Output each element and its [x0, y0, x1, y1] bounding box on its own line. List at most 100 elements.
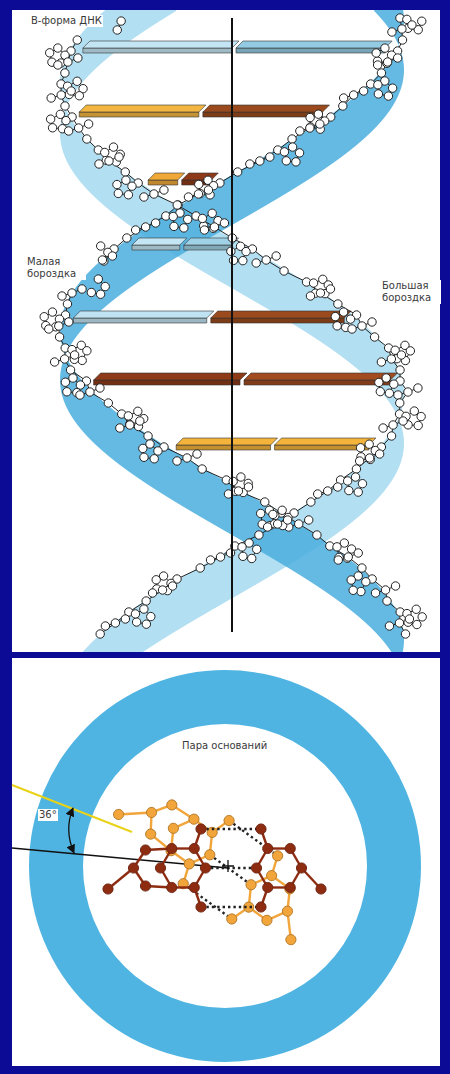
atom: [408, 21, 416, 29]
atom: [256, 902, 266, 912]
atom: [58, 292, 66, 300]
atom: [285, 843, 295, 853]
base-slab: [132, 238, 187, 245]
atom: [358, 564, 366, 572]
atom: [264, 868, 278, 882]
atom: [104, 399, 112, 407]
atom: [114, 189, 122, 197]
base-slab-side: [211, 318, 345, 323]
atom: [200, 863, 210, 873]
atom: [139, 444, 147, 452]
atom: [220, 219, 228, 227]
atom: [313, 490, 321, 498]
atom: [148, 589, 156, 597]
atom: [334, 300, 342, 308]
atom: [359, 87, 367, 95]
atom: [404, 388, 412, 396]
atom: [348, 325, 356, 333]
atom: [73, 36, 81, 44]
helix-ribbon: [60, 10, 404, 652]
atom: [365, 454, 373, 462]
atom: [193, 450, 201, 458]
atom: [414, 421, 422, 429]
hydrogen-bond: [201, 828, 261, 830]
atom: [117, 17, 125, 25]
atom: [131, 226, 139, 234]
atom: [269, 510, 277, 518]
atom: [74, 124, 82, 132]
atom: [345, 486, 353, 494]
atom: [399, 417, 407, 425]
atom: [242, 247, 250, 255]
atom: [285, 882, 295, 892]
atom: [196, 824, 206, 834]
atom: [314, 110, 322, 118]
atom: [305, 516, 313, 524]
atom: [263, 882, 273, 892]
bottom-panel: [12, 658, 440, 1066]
atom: [226, 549, 234, 557]
part-label: Пара оснований: [181, 740, 268, 752]
atom: [55, 322, 63, 330]
atom: [260, 913, 274, 927]
atom: [140, 845, 150, 855]
atom: [343, 477, 351, 485]
atom: [306, 124, 314, 132]
atom: [388, 28, 396, 36]
atom: [96, 242, 104, 250]
atom: [239, 552, 247, 560]
atom: [390, 380, 398, 388]
atom: [251, 863, 261, 873]
atom: [140, 453, 148, 461]
atom: [45, 49, 53, 57]
atom: [101, 148, 109, 156]
atom: [280, 148, 288, 156]
atom: [194, 190, 202, 198]
hydrogen-bond: [229, 821, 278, 856]
atom: [64, 58, 72, 66]
base-slab: [148, 173, 185, 180]
atom: [384, 92, 392, 100]
atom: [273, 520, 281, 528]
atom: [238, 543, 246, 551]
atom: [309, 279, 317, 287]
atom: [69, 374, 77, 382]
atom: [150, 455, 158, 463]
atom: [63, 388, 71, 396]
atom: [344, 553, 352, 561]
atom: [248, 554, 256, 562]
atom: [168, 582, 176, 590]
atom: [189, 882, 199, 892]
base-slab-side: [148, 180, 178, 185]
atom: [144, 827, 158, 841]
atom: [121, 615, 129, 623]
atom: [198, 465, 206, 473]
atom: [412, 605, 420, 613]
atom: [356, 444, 364, 452]
atom: [339, 94, 347, 102]
atom: [394, 391, 402, 399]
atom: [306, 292, 314, 300]
atom: [283, 516, 291, 524]
hydrogen-bond: [210, 855, 251, 885]
base-slab: [83, 41, 239, 48]
atom: [246, 160, 254, 168]
atom: [296, 863, 306, 873]
atom: [316, 289, 324, 297]
atom: [244, 483, 252, 491]
atom: [405, 615, 413, 623]
atom: [173, 457, 181, 465]
atom: [73, 77, 81, 85]
base-slab-side: [236, 48, 385, 53]
atom: [76, 381, 84, 389]
atom: [96, 290, 104, 298]
atom: [418, 613, 426, 621]
atom: [263, 523, 271, 531]
atom: [78, 356, 86, 364]
atom: [284, 933, 298, 947]
atom: [204, 186, 212, 194]
atom: [150, 190, 158, 198]
atom: [370, 333, 378, 341]
atom: [354, 488, 362, 496]
